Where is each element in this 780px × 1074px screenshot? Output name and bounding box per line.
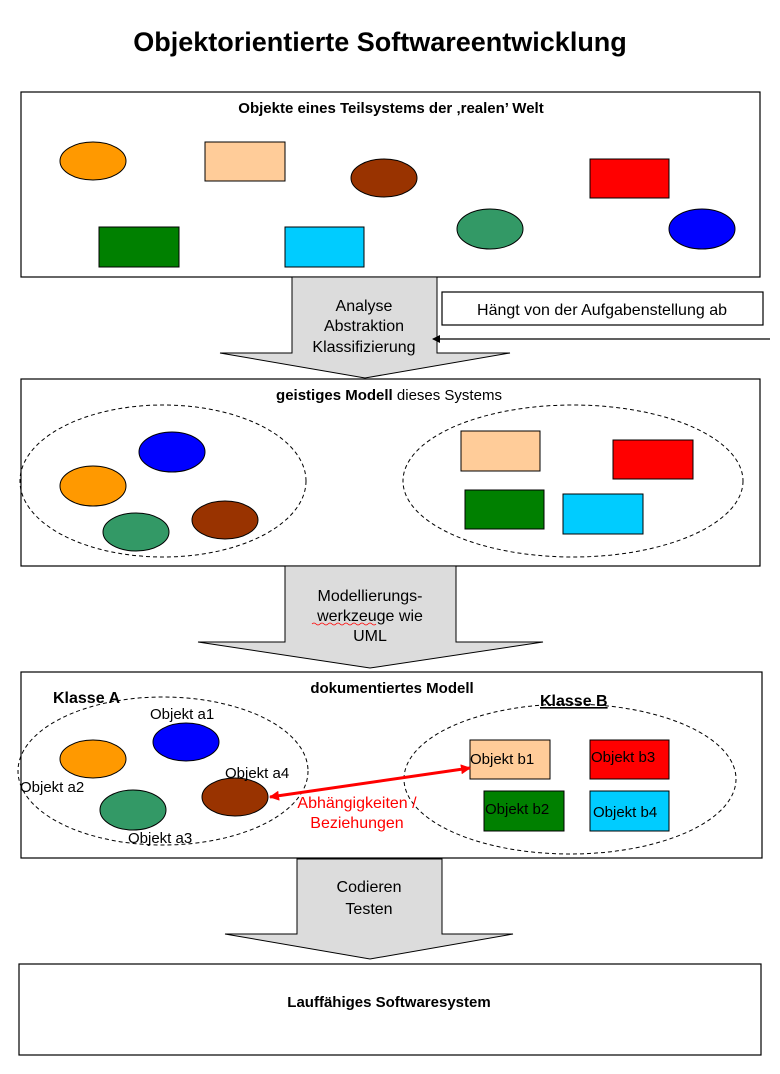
object-blue-ellipse — [138, 431, 206, 473]
stage-documented-model: dokumentiertes Modell Klasse A Objekt a1… — [17, 671, 763, 859]
object-brown-ellipse — [350, 158, 418, 198]
object-b3-label: Objekt b3 — [591, 749, 655, 766]
down-arrow-shape — [219, 276, 511, 379]
arrow-label-line: Abstraktion — [324, 318, 404, 335]
stage-mental-model-heading: geistiges Modell dieses Systems — [276, 387, 502, 404]
relation-double-arrow — [269, 764, 471, 801]
stage-executable-system-heading: Lauffähiges Softwaresystem — [287, 994, 490, 1011]
arrow-label-line: Modellierungs- — [318, 588, 423, 605]
object-peach-rect — [460, 430, 541, 472]
object-b3-rect — [589, 739, 670, 780]
object-peach-rect — [204, 141, 286, 182]
object-brown-ellipse — [191, 500, 259, 540]
object-green-rect — [98, 226, 180, 268]
stage-real-world: Objekte eines Teilsystems der ‚realen’ W… — [20, 91, 761, 278]
object-b1-label: Objekt b1 — [470, 751, 534, 768]
heading-bold-part: geistiges Modell — [276, 387, 393, 404]
object-orange-ellipse — [59, 465, 127, 507]
object-red-rect — [612, 439, 694, 480]
object-seagreen-ellipse — [456, 208, 524, 250]
stage-executable-system: Lauffähiges Softwaresystem — [18, 963, 762, 1056]
spellcheck-underline — [311, 622, 377, 626]
arrow-label-line: UML — [353, 628, 387, 645]
object-a4-ellipse — [201, 777, 269, 817]
class-b-label: Klasse B — [540, 693, 608, 710]
relation-label-line: Abhängigkeiten / — [297, 795, 417, 812]
object-a4-label: Objekt a4 — [225, 765, 289, 782]
process-arrow-coding: Codieren Testen — [224, 858, 514, 960]
down-arrow-shape — [224, 858, 514, 960]
stage-executable-system-box — [18, 963, 762, 1056]
heading-normal-part: dieses Systems — [393, 387, 502, 404]
note-box — [441, 291, 764, 326]
object-b4-label: Objekt b4 — [593, 804, 657, 821]
page-title: Objektorientierte Softwareentwicklung — [133, 27, 627, 57]
arrow-label-line: Testen — [345, 901, 392, 918]
arrow-label-line: werkzeuge wie — [316, 608, 423, 625]
group-rects-boundary — [402, 404, 744, 558]
stage-real-world-heading: Objekte eines Teilsystems der ‚realen’ W… — [238, 100, 543, 117]
class-b-boundary — [403, 703, 737, 855]
object-blue-ellipse — [668, 208, 736, 250]
object-b2-label: Objekt b2 — [485, 801, 549, 818]
group-ellipses-boundary — [19, 404, 307, 558]
object-a2-label: Objekt a2 — [20, 779, 84, 796]
object-orange-ellipse — [59, 141, 127, 181]
object-red-rect — [589, 158, 670, 199]
arrow-label-line: Klassifizierung — [312, 339, 415, 356]
arrow-label-line: Analyse — [336, 298, 393, 315]
class-a-label: Klasse A — [53, 690, 120, 707]
object-green-rect — [464, 489, 545, 530]
note-task-dependency: Hängt von der Aufgabenstellung ab — [432, 291, 770, 343]
object-a3-ellipse — [99, 789, 167, 831]
relation-label-line: Beziehungen — [310, 815, 403, 832]
object-b4-rect — [589, 790, 670, 832]
object-a3-label: Objekt a3 — [128, 830, 192, 847]
process-arrow-analysis: Analyse Abstraktion Klassifizierung — [219, 276, 511, 379]
object-cyan-rect — [562, 493, 644, 535]
arrow-label-line: Codieren — [337, 879, 402, 896]
stage-mental-model: geistiges Modell dieses Systems — [19, 378, 761, 567]
object-cyan-rect — [284, 226, 365, 268]
stage-documented-model-heading: dokumentiertes Modell — [310, 680, 473, 697]
note-text: Hängt von der Aufgabenstellung ab — [477, 302, 727, 319]
object-a2-ellipse — [59, 739, 127, 779]
process-arrow-modelling: Modellierungs- werkzeuge wie UML — [197, 565, 544, 669]
object-a1-label: Objekt a1 — [150, 706, 214, 723]
object-b1-rect — [469, 739, 551, 780]
down-arrow-shape — [197, 565, 544, 669]
object-a1-ellipse — [152, 722, 220, 762]
object-seagreen-ellipse — [102, 512, 170, 552]
object-b2-rect — [483, 790, 565, 832]
